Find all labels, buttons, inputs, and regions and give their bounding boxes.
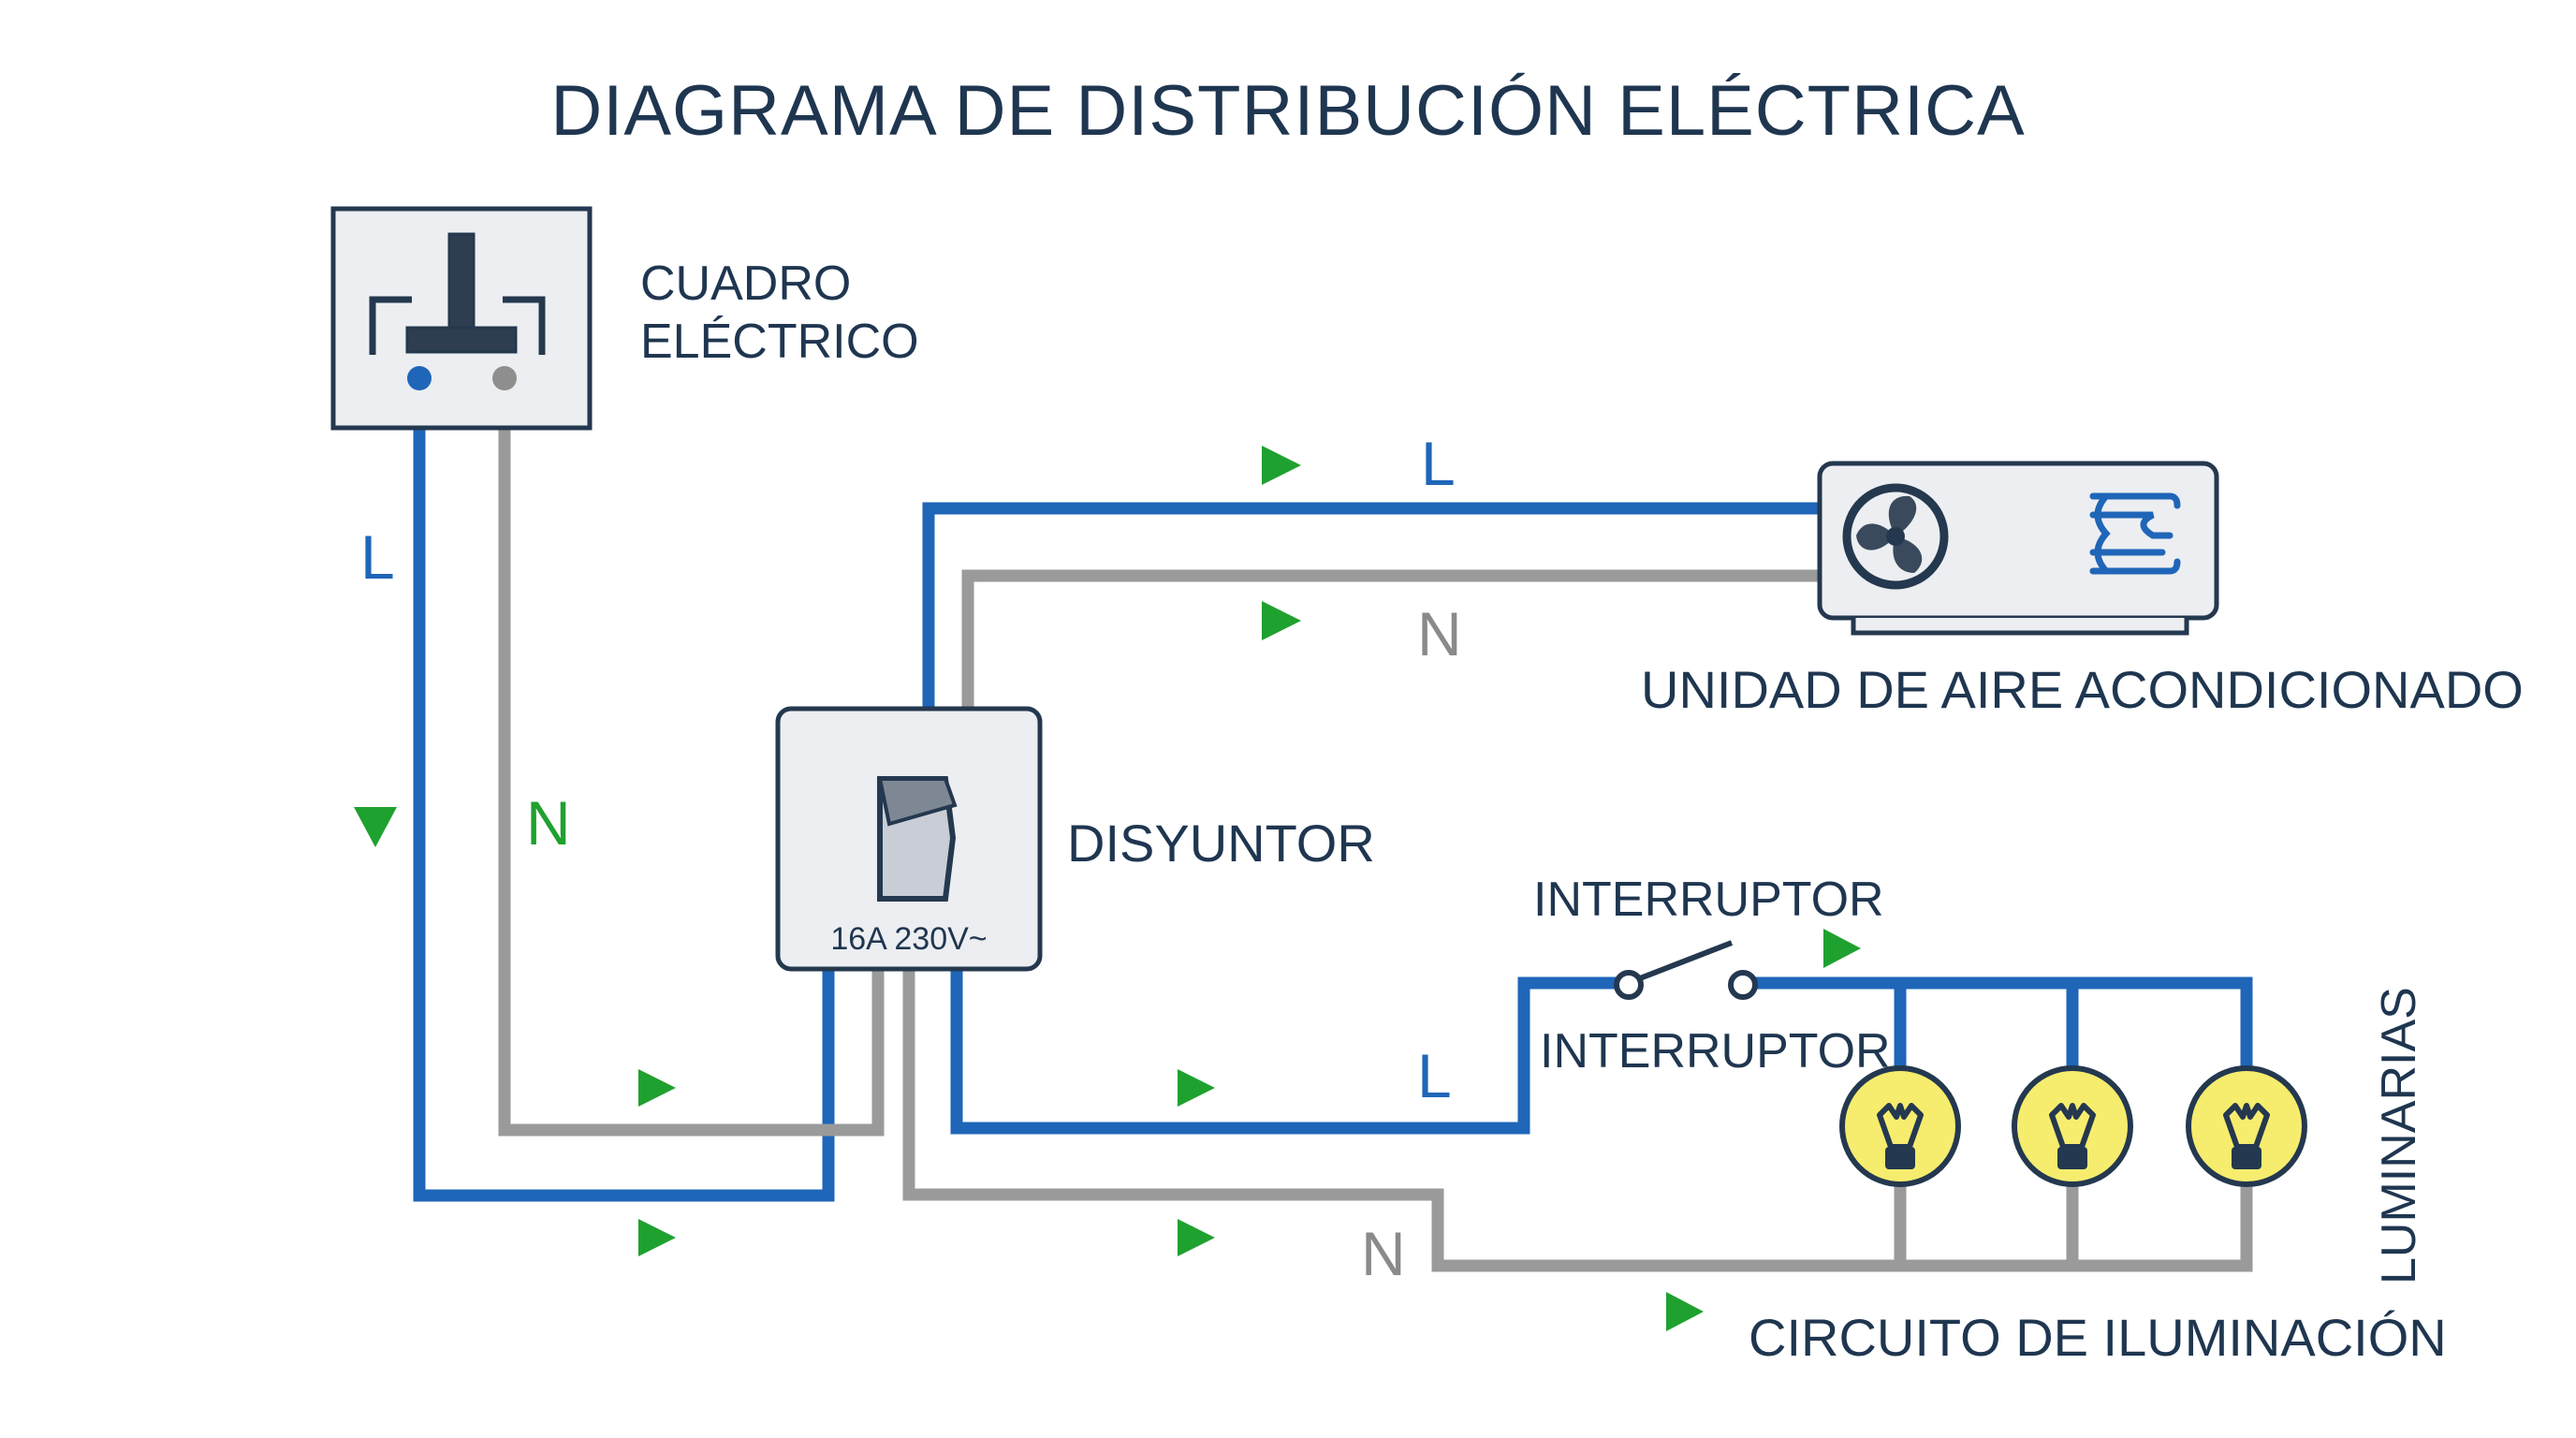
light-bulb-icon <box>1839 1065 1961 1187</box>
flow-arrow-right <box>1178 1069 1215 1107</box>
panel-handle-icon <box>447 232 476 335</box>
flow-arrow-right <box>1178 1219 1215 1256</box>
flow-arrow-right <box>638 1219 676 1256</box>
fan-icon <box>1842 483 1949 590</box>
panel-neutral-wire <box>498 376 885 1137</box>
lighting-neutral-wire <box>902 957 2253 1272</box>
flow-arrow-right <box>1262 446 1301 485</box>
wire-label-n-lighting: N <box>1361 1219 1406 1288</box>
luminaires <box>1839 1065 2307 1187</box>
panel-label-line2: ELÉCTRICO <box>640 315 919 369</box>
ac-unit-label: UNIDAD DE AIRE ACONDICIONADO <box>1641 660 2524 719</box>
ac-neutral-wire <box>961 569 1822 709</box>
light-switch[interactable] <box>1614 940 1758 1000</box>
flow-arrow-right <box>1823 929 1861 968</box>
lighting-circuit-label: CIRCUITO DE ILUMINACIÓN <box>1749 1308 2447 1367</box>
lighting-line-wire <box>950 957 1629 1135</box>
ac-unit <box>1817 461 2219 636</box>
ac-unit-base <box>1851 618 2189 636</box>
flow-arrow-right <box>1666 1292 1704 1331</box>
panel-neutral-terminal <box>492 366 517 390</box>
airflow-icon <box>2089 492 2181 575</box>
electrical-panel <box>330 206 593 431</box>
switch-terminal-right <box>1728 970 1758 1000</box>
flow-arrows <box>354 446 1861 1331</box>
switch-lever <box>1638 940 1734 981</box>
switch-label-top: INTERRUPTOR <box>1533 873 1884 927</box>
lighting-line-bus <box>1743 976 2253 1072</box>
wire-label-l-lighting: L <box>1417 1041 1452 1110</box>
switch-label-bottom: INTERRUPTOR <box>1540 1024 1891 1078</box>
wire-label-l-ac: L <box>1421 429 1456 498</box>
switch-terminal-left <box>1614 970 1644 1000</box>
breaker-rating: 16A 230V~ <box>830 921 987 957</box>
breaker-label: DISYUNTOR <box>1067 814 1375 873</box>
wire-label-n-ac: N <box>1417 599 1462 668</box>
flow-arrow-down <box>354 807 397 847</box>
panel-bar-icon <box>405 326 518 354</box>
flow-arrow-right <box>638 1069 676 1107</box>
breaker <box>775 706 1043 972</box>
panel-bracket-icon <box>369 296 546 355</box>
luminaires-label: LUMINARIAS <box>2372 987 2426 1284</box>
panel-label-line1: CUADRO <box>640 257 851 311</box>
flow-arrow-right <box>1262 601 1301 640</box>
panel-line-wire <box>413 376 835 1202</box>
wires <box>413 376 2253 1272</box>
light-bulb-icon <box>2012 1065 2133 1187</box>
wire-label-l-panel: L <box>360 522 395 592</box>
ac-line-wire <box>922 502 1822 709</box>
breaker-lever-icon <box>877 777 958 827</box>
light-bulb-icon <box>2186 1065 2307 1187</box>
panel-line-terminal <box>407 366 432 390</box>
page-title: DIAGRAMA DE DISTRIBUCIÓN ELÉCTRICA <box>550 71 2025 151</box>
wire-label-n-panel: N <box>526 788 571 858</box>
